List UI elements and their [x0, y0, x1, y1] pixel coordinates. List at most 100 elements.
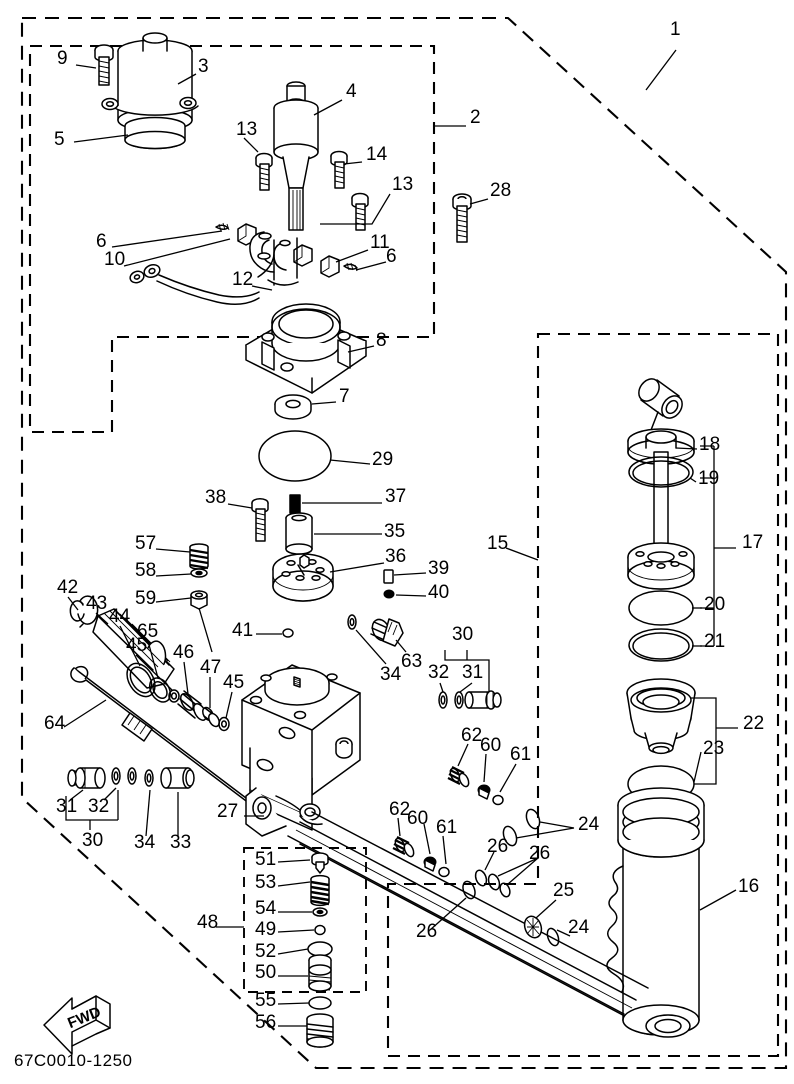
callout-41: 41 [232, 620, 254, 641]
callout-5: 5 [54, 129, 65, 150]
spring-part-53 [310, 874, 330, 907]
callout-17: 17 [742, 532, 764, 553]
callout-28: 28 [490, 180, 512, 201]
callout-30b: 30 [82, 830, 104, 851]
back-up-ring-part-21 [628, 628, 694, 662]
o-ring-part-24-b [502, 825, 518, 847]
callout-43: 43 [86, 593, 108, 614]
boundary-outer-assembly [20, 16, 788, 1070]
screw-part-14 [330, 150, 348, 189]
bolt-part-28 [452, 193, 472, 243]
callout-47: 47 [200, 657, 222, 678]
piston-flange-part-17 [627, 542, 695, 590]
callout-19: 19 [698, 468, 720, 489]
cap-part-47 [202, 706, 220, 728]
tilt-cylinder-part-16 [606, 787, 705, 1038]
callout-31b: 31 [56, 796, 78, 817]
ball-part-40 [383, 589, 395, 599]
callout-44: 44 [109, 606, 131, 627]
callout-39: 39 [428, 558, 450, 579]
plug-part-63 [370, 618, 404, 647]
ball-part-41 [282, 628, 294, 638]
valve-plate-part-36 [272, 553, 334, 602]
screw-part-13-left [255, 152, 273, 191]
callout-32b: 32 [88, 796, 110, 817]
callout-38: 38 [205, 487, 227, 508]
callout-61a: 61 [510, 744, 532, 765]
callout-10: 10 [104, 249, 126, 270]
o-ring-part-34-upper [347, 614, 357, 630]
callout-6b: 6 [386, 246, 397, 267]
callout-50: 50 [255, 962, 277, 983]
callout-22: 22 [743, 713, 765, 734]
ball-part-49 [314, 924, 326, 936]
ball-part-61-upper [492, 794, 504, 806]
callout-60b: 60 [407, 808, 429, 829]
callout-4: 4 [346, 81, 357, 102]
screw-part-38 [251, 497, 269, 542]
callout-49: 49 [255, 919, 277, 940]
o-ring-part-26-d [462, 880, 476, 900]
motor-seal-part-5 [124, 116, 186, 150]
fwd-arrow-icon: FWD [43, 995, 111, 1055]
o-ring-part-32-left [127, 767, 137, 785]
o-ring-part-19 [628, 456, 694, 488]
callout-59: 59 [135, 588, 157, 609]
callout-65: 65 [137, 621, 159, 642]
o-ring-part-32-right [438, 691, 448, 709]
callout-6a: 6 [96, 231, 107, 252]
callout-57: 57 [135, 533, 157, 554]
valve-spool-part-43 [92, 608, 175, 689]
clip-part-42 [69, 595, 99, 628]
tilt-piston-rod-part-18 [627, 378, 695, 553]
pin-part-37 [289, 494, 301, 514]
callout-60a: 60 [480, 735, 502, 756]
callout-61b: 61 [436, 817, 458, 838]
callout-63: 63 [401, 651, 423, 672]
washer-part-54 [312, 907, 328, 917]
armature-part-4 [273, 81, 319, 231]
lead-wire-part-12 [129, 254, 275, 305]
callout-16: 16 [738, 876, 760, 897]
screw-part-60-upper [477, 784, 491, 800]
screw-part-60-lower [423, 856, 437, 872]
callout-64: 64 [44, 713, 66, 734]
end-screw-part-22 [626, 678, 696, 755]
spring-part-62-upper [447, 766, 470, 788]
callout-53: 53 [255, 872, 277, 893]
washer-part-7 [274, 394, 312, 420]
callout-36: 36 [385, 546, 407, 567]
o-ring-part-31-left [111, 767, 121, 785]
callout-52: 52 [255, 941, 277, 962]
nut-part-59 [190, 590, 208, 610]
callout-15: 15 [487, 533, 509, 554]
callout-51: 51 [255, 849, 277, 870]
callout-24a: 24 [578, 814, 600, 835]
callout-21: 21 [704, 631, 726, 652]
callout-33: 33 [170, 832, 192, 853]
callout-26c: 26 [416, 921, 438, 942]
callout-40: 40 [428, 582, 450, 603]
o-ring-part-20 [628, 590, 694, 626]
callout-3: 3 [198, 56, 209, 77]
callout-26b: 26 [529, 843, 551, 864]
callout-11: 11 [370, 232, 390, 253]
o-ring-part-45-left [168, 689, 180, 703]
callout-56: 56 [255, 1012, 277, 1033]
brush-assembly-right [320, 255, 358, 278]
callout-45b: 45 [223, 672, 245, 693]
o-ring-part-24-a [525, 808, 541, 830]
spring-part-57 [189, 543, 209, 570]
callout-7: 7 [339, 386, 350, 407]
leader-lines [63, 49, 738, 1027]
o-ring-part-31-right [454, 691, 464, 709]
screw-part-13-right [351, 192, 369, 231]
callout-18: 18 [699, 434, 721, 455]
boundary-relief-valve-kit [243, 847, 367, 993]
callout-30a: 30 [452, 624, 474, 645]
pin-part-39 [383, 569, 394, 584]
callout-20: 20 [704, 594, 726, 615]
o-ring-part-24-c [546, 927, 560, 947]
